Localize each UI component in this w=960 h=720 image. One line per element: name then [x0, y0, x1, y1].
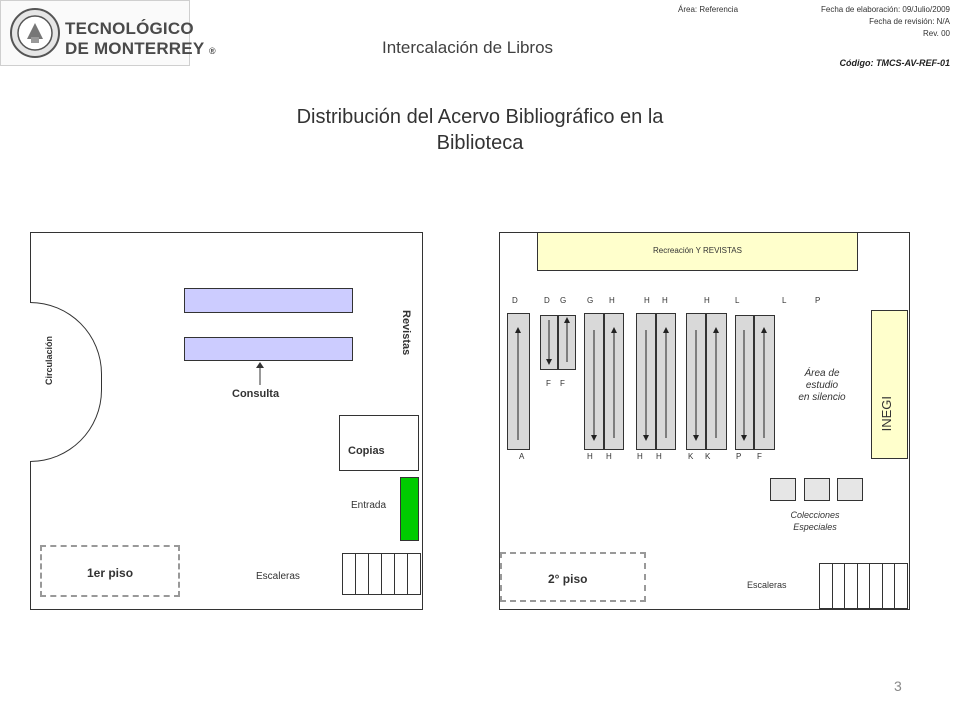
- area-estudio-line1: Área de: [804, 368, 840, 379]
- stack-letter-top: H: [662, 296, 668, 305]
- stair-step: [369, 554, 382, 594]
- colecciones-shelf: [837, 478, 863, 501]
- stack-letter-bottom: K: [705, 452, 711, 461]
- consulta-shelf-2: [184, 337, 353, 361]
- stair-step: [382, 554, 395, 594]
- inegi-label: INEGI: [879, 396, 894, 432]
- colecciones-label: Colecciones Especiales: [775, 509, 855, 533]
- stack-letter-bottom: K: [688, 452, 694, 461]
- stack-letter-bottom: H: [656, 452, 662, 461]
- stair-step: [870, 564, 883, 608]
- floor2-escaleras-label: Escaleras: [747, 580, 787, 590]
- stack-letter-top: G: [560, 296, 567, 305]
- stack-letter-bottom: F: [757, 452, 762, 461]
- stack-letter-top: L: [735, 296, 740, 305]
- colecciones-line1: Colecciones: [790, 510, 840, 520]
- title-line2: Biblioteca: [436, 132, 524, 154]
- subtitle: Intercalación de Libros: [382, 38, 554, 57]
- floor2-piso-label: 2° piso: [548, 572, 588, 586]
- floor1-stairs: [342, 553, 421, 595]
- entrada-label: Entrada: [351, 500, 387, 511]
- colecciones-shelf: [804, 478, 830, 501]
- page-title: Distribución del Acervo Bibliográfico en…: [230, 104, 730, 156]
- floor2-stairs: [819, 563, 908, 609]
- floor1-label-box: [40, 545, 180, 597]
- stair-step: [895, 564, 907, 608]
- stack-letter-bottom: H: [637, 452, 643, 461]
- stair-step: [356, 554, 369, 594]
- codigo: Código: TMCS-AV-REF-01: [839, 58, 951, 68]
- floor1-escaleras-label: Escaleras: [256, 571, 300, 582]
- copias-room: [339, 415, 419, 471]
- stack-letter-bottom: H: [606, 452, 612, 461]
- stack-letter-top: D: [512, 296, 518, 305]
- revision: Rev. 00: [923, 29, 950, 38]
- floor1-piso-label: 1er piso: [87, 566, 134, 580]
- seal-icon: [10, 8, 60, 58]
- logo-line2: DE MONTERREY ®: [65, 39, 216, 59]
- stair-step: [833, 564, 846, 608]
- stair-step: [395, 554, 408, 594]
- area-estudio-label: Área de estudio en silencio: [782, 368, 862, 404]
- stack-letter-bottom: P: [736, 452, 742, 461]
- inegi-area: [871, 310, 908, 459]
- area-label: Área: Referencia: [678, 5, 739, 14]
- stack-letter-top: G: [587, 296, 594, 305]
- copias-label: Copias: [348, 445, 385, 457]
- stack-letter-mid: F: [560, 379, 565, 388]
- logo-line1: TECNOLÓGICO: [65, 19, 194, 38]
- stack-letter-bottom: A: [519, 452, 525, 461]
- fecha-elaboracion: Fecha de elaboración: 09/Julio/2009: [821, 5, 950, 14]
- colecciones-shelf: [770, 478, 796, 501]
- stack-letter-top: H: [609, 296, 615, 305]
- logo-registered: ®: [209, 46, 216, 56]
- stair-step: [858, 564, 871, 608]
- stack-letter-top: L: [782, 296, 787, 305]
- title-line1: Distribución del Acervo Bibliográfico en…: [296, 106, 664, 128]
- area-estudio-line2: estudio: [805, 380, 839, 391]
- stack-letter-top: H: [704, 296, 710, 305]
- revistas-label: Revistas: [400, 310, 412, 356]
- recreacion-area: [537, 232, 858, 271]
- stair-step: [883, 564, 896, 608]
- colecciones-line2: Especiales: [793, 522, 837, 532]
- floor2-label-box: [500, 552, 646, 602]
- stack-letter-top: H: [644, 296, 650, 305]
- fecha-revision: Fecha de revisión: N/A: [869, 17, 950, 26]
- recreacion-label: Recreación Y REVISTAS: [653, 246, 742, 255]
- stack-letter-top: D: [544, 296, 550, 305]
- page-number: 3: [894, 678, 902, 694]
- consulta-shelf-1: [184, 288, 353, 313]
- entrada-door: [400, 477, 419, 541]
- stack-letter-bottom: H: [587, 452, 593, 461]
- area-estudio-line3: en silencio: [798, 392, 846, 403]
- stack-letter-mid: F: [546, 379, 551, 388]
- stair-step: [343, 554, 356, 594]
- stack-letter-top: P: [815, 296, 821, 305]
- logo-line2-text: DE MONTERREY: [65, 39, 205, 58]
- stair-step: [845, 564, 858, 608]
- consulta-label: Consulta: [232, 388, 280, 400]
- stair-step: [820, 564, 833, 608]
- logo: TECNOLÓGICO DE MONTERREY ®: [0, 0, 216, 66]
